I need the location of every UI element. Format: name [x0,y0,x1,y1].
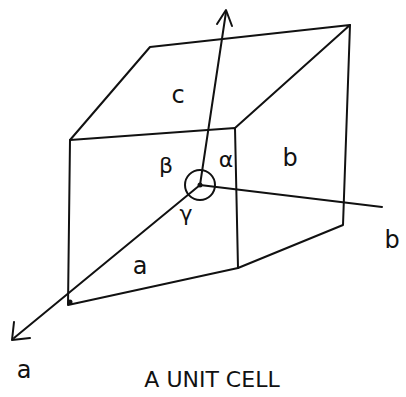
a-axis-arrow [12,322,30,340]
axis-name-label: b [384,228,399,252]
caption: A UNIT CELL [144,369,279,391]
angle-label: β [159,155,173,177]
angle-label: γ [179,203,192,225]
angle-label: α [219,149,234,171]
angle-arc [185,170,215,200]
cell-right-face [238,25,350,268]
a-axis [14,185,200,338]
origin-dot [198,183,203,188]
axis-length-label: b [282,146,297,170]
cell-front-face [68,128,238,305]
b-axis [200,185,382,207]
axis-name-label: a [17,358,32,382]
axis-length-label: a [133,254,148,278]
corner-dot [68,300,73,305]
c-axis-arrow [217,10,232,26]
axis-length-label: c [171,83,184,107]
